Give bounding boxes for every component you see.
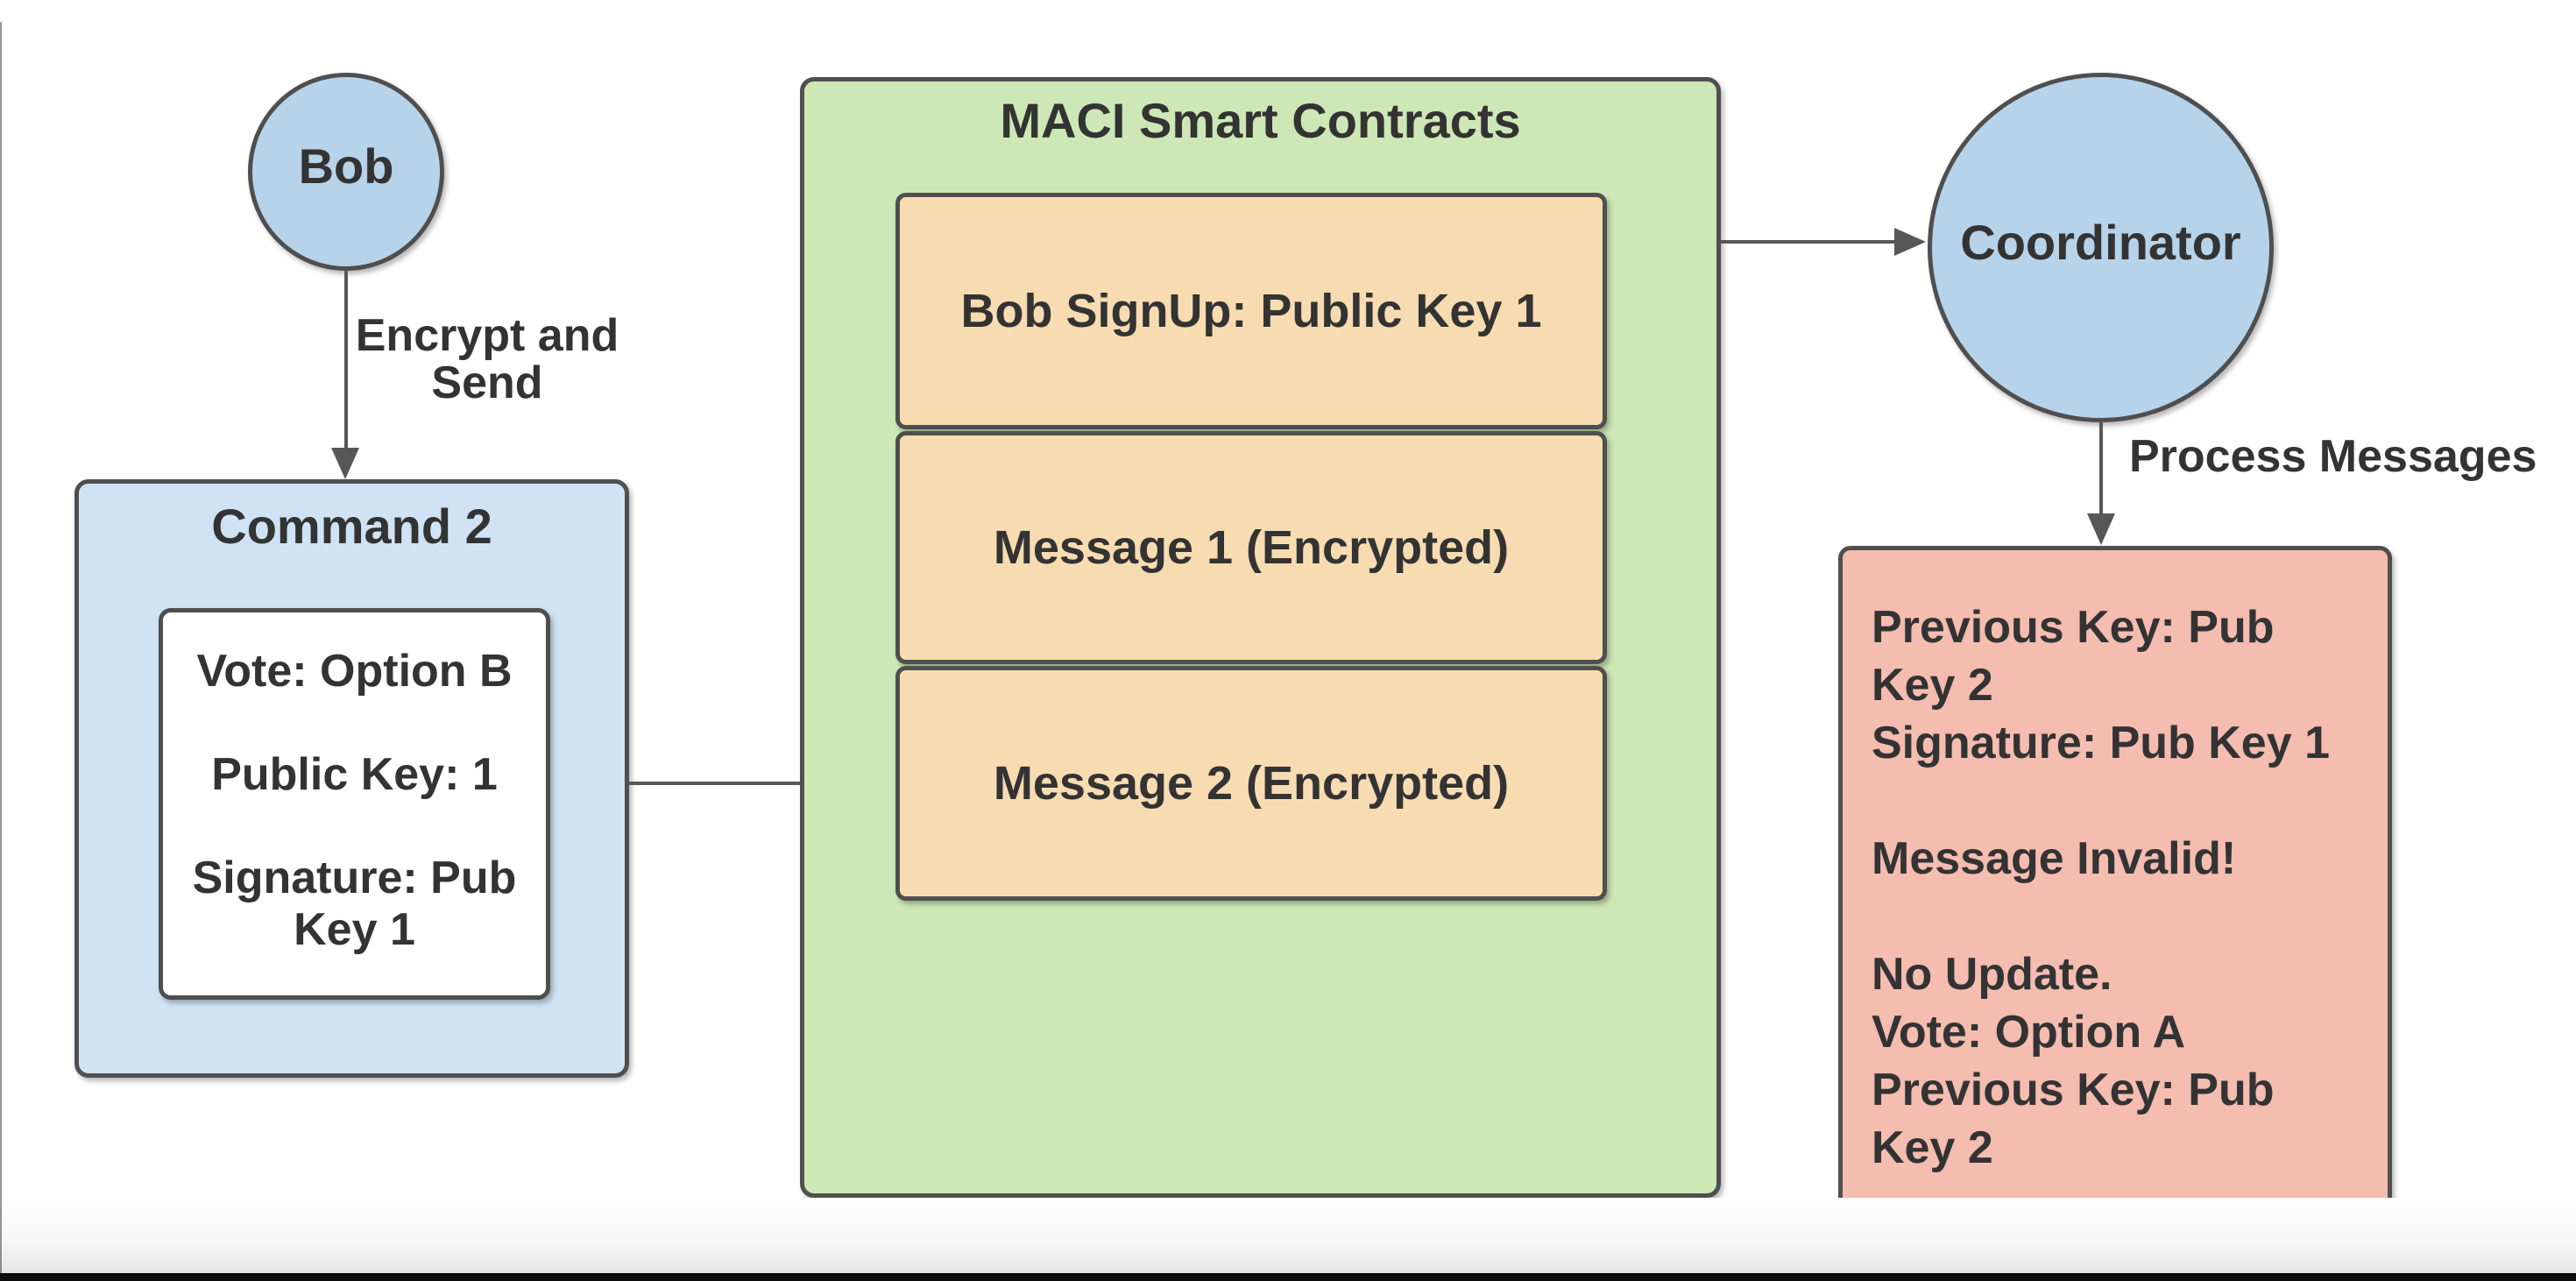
arrow-contracts-to-coordinator-line: [1721, 240, 1894, 244]
entry-message1-label: Message 1 (Encrypted): [993, 521, 1510, 574]
encrypt-and-send-label: Encrypt and Send: [328, 312, 647, 407]
result-line: [1872, 772, 2370, 830]
encrypt-and-send-line2: Send: [431, 357, 543, 408]
entry-bob-signup: Bob SignUp: Public Key 1: [895, 193, 1607, 429]
window-left-edge-line: [0, 22, 2, 1273]
entry-message1: Message 1 (Encrypted): [895, 431, 1607, 664]
window-footer-fade: [0, 1198, 2576, 1273]
encrypt-and-send-line1: Encrypt and: [355, 310, 619, 361]
result-line: Previous Key: Pub: [1872, 1065, 2275, 1115]
entry-message2: Message 2 (Encrypted): [895, 666, 1607, 901]
maci-contracts-box: MACI Smart Contracts Bob SignUp: Public …: [800, 77, 1721, 1198]
result-line: Key 2: [1872, 1122, 1993, 1173]
command2-payload: Vote: Option B Public Key: 1 Signature: …: [163, 646, 546, 956]
result-line: Message Invalid!: [1872, 833, 2237, 884]
payload-line: [163, 697, 546, 749]
bob-label: Bob: [298, 138, 394, 194]
arrow-command-to-message2-line: [628, 782, 860, 785]
result-line: No Update.: [1872, 949, 2112, 1000]
result-text: Previous Key: Pub Key 2 Signature: Pub K…: [1872, 598, 2370, 1177]
command2-title: Command 2: [211, 499, 492, 554]
result-line: Key 2: [1872, 660, 1993, 711]
payload-line: Signature: Pub: [192, 853, 517, 903]
entry-message2-label: Message 2 (Encrypted): [993, 757, 1510, 810]
payload-line: [163, 801, 546, 853]
entry-bob-signup-label: Bob SignUp: Public Key 1: [960, 285, 1542, 337]
result-line: Vote: Option A: [1872, 1007, 2186, 1058]
window-bottom-bar: [0, 1273, 2576, 1281]
command2-box: Command 2 Vote: Option B Public Key: 1 S…: [74, 479, 629, 1078]
coordinator-label: Coordinator: [1960, 214, 2241, 270]
payload-line: Vote: Option B: [196, 646, 513, 697]
coordinator-node: Coordinator: [1928, 73, 2274, 422]
arrow-coordinator-to-result-line: [2099, 422, 2103, 513]
arrow-contracts-to-coordinator-head: [1894, 228, 1926, 256]
result-line: Signature: Pub Key 1: [1872, 718, 2330, 768]
arrow-bob-to-command-head: [331, 448, 359, 479]
result-line: [1872, 888, 2370, 945]
result-line: Previous Key: Pub: [1872, 602, 2275, 653]
maci-contracts-title: MACI Smart Contracts: [1000, 93, 1521, 148]
payload-line: Key 1: [294, 904, 415, 955]
result-box: Previous Key: Pub Key 2 Signature: Pub K…: [1838, 546, 2392, 1234]
payload-line: Public Key: 1: [211, 749, 498, 800]
arrow-coordinator-to-result-head: [2087, 513, 2115, 545]
command2-payload-box: Vote: Option B Public Key: 1 Signature: …: [159, 608, 550, 1000]
process-messages-label: Process Messages: [2129, 431, 2537, 482]
bob-node: Bob: [248, 73, 444, 271]
arrow-bob-to-command-line: [344, 270, 348, 449]
